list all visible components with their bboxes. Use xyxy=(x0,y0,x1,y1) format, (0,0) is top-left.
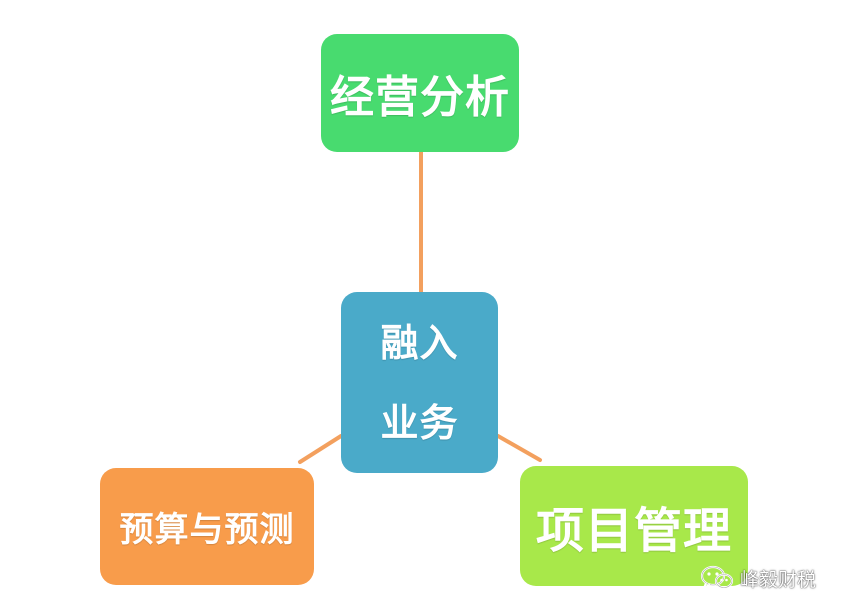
node-integrate-business: 融入 业务 xyxy=(341,292,498,473)
node-project-management-label: 项目管理 xyxy=(535,503,732,559)
node-budget-forecast: 预算与预测 xyxy=(100,468,314,585)
connector-left xyxy=(298,434,343,464)
node-budget-forecast-label: 预算与预测 xyxy=(119,510,295,550)
node-business-analysis-label: 经营分析 xyxy=(330,72,510,123)
node-business-analysis: 经营分析 xyxy=(321,34,519,152)
watermark-text: 峰毅财税 xyxy=(740,568,817,591)
node-integrate-business-line2: 业务 xyxy=(380,400,459,445)
watermark: 峰毅财税 xyxy=(700,563,840,593)
wechat-icon xyxy=(700,565,734,591)
node-project-management: 项目管理 xyxy=(520,466,748,586)
connector-right xyxy=(496,434,542,462)
node-integrate-business-line1: 融入 xyxy=(380,320,459,365)
